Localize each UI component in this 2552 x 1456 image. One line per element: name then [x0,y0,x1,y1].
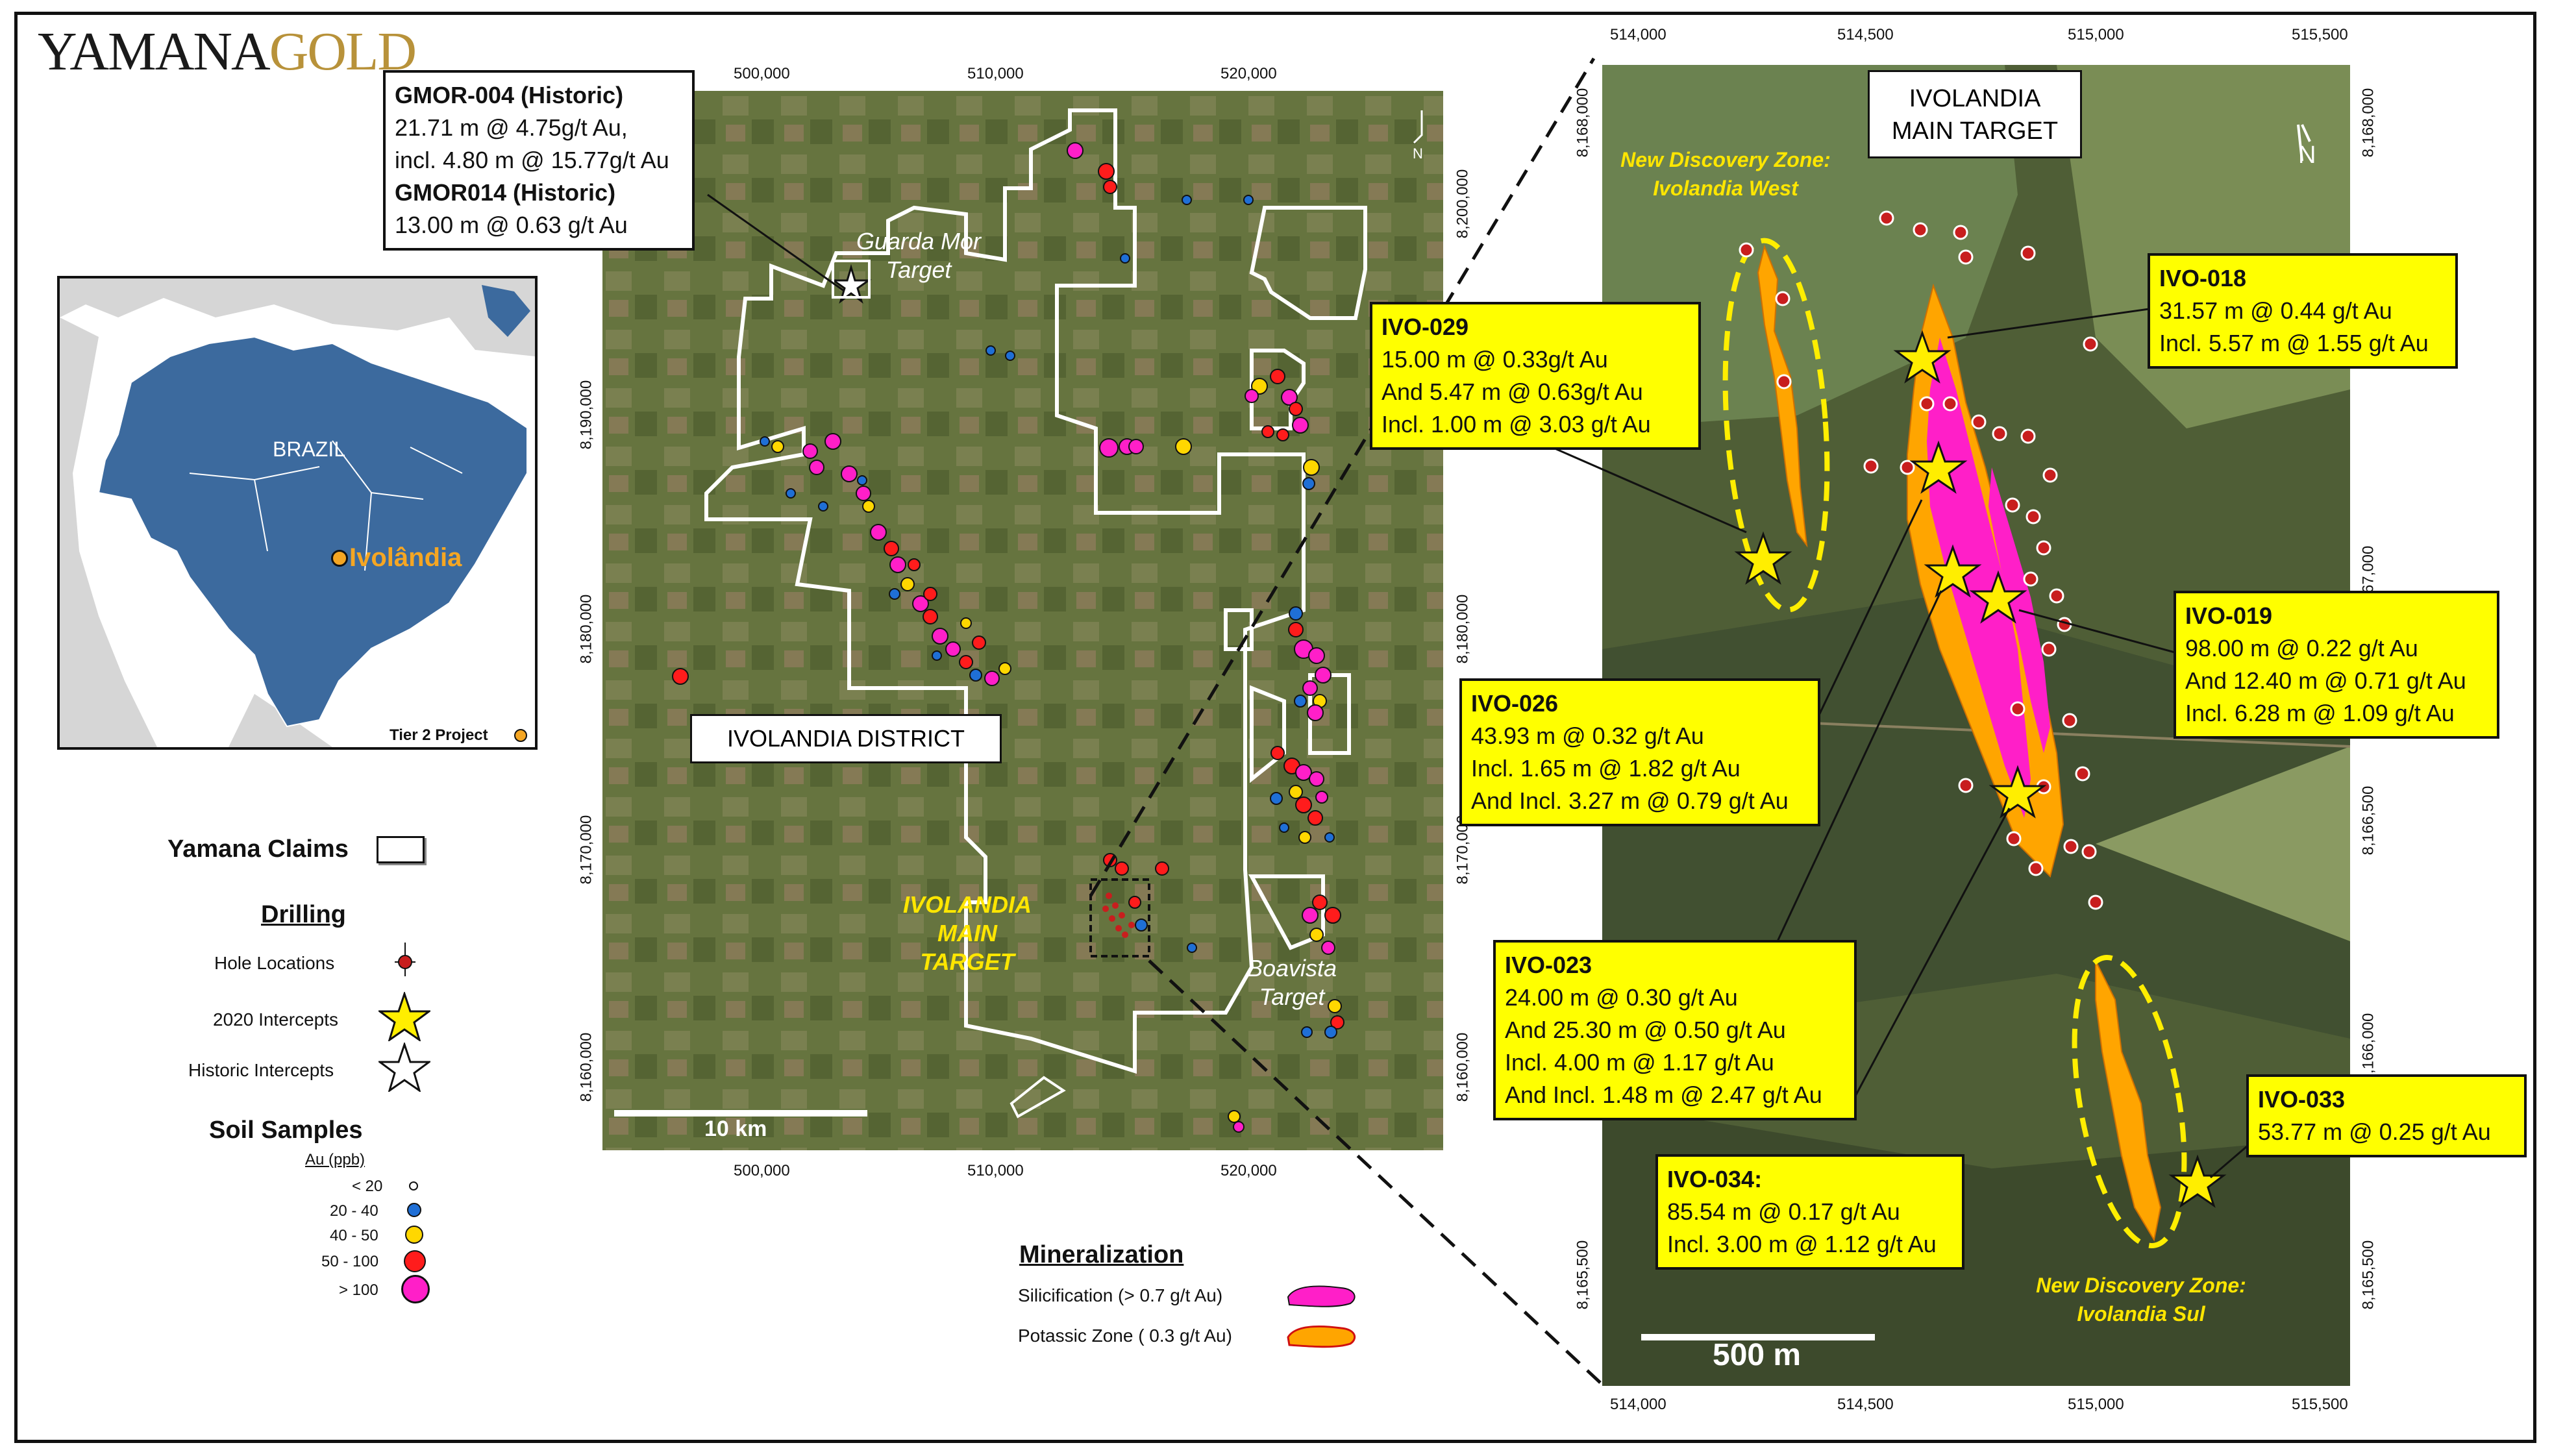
hole-location-icon [395,943,415,976]
callout-ivo-019: IVO-019 98.00 m @ 0.22 g/t Au And 12.40 … [2174,591,2499,739]
district-north-label: N [1413,145,1423,162]
brazil-shape [97,336,528,728]
guarda-mor-target-label: Guarda Mor Target [856,228,982,283]
soil-class-label: 50 - 100 [321,1253,379,1270]
district-y-tick: 8,200,000 [1454,169,1472,239]
legend-claims-swatch [377,836,425,863]
star-2020-icon [378,992,430,1041]
district-y-tick: 8,180,000 [1454,594,1472,664]
brazil-inset-map: BRAZIL Ivolândia Tier 2 Project [57,276,538,750]
soil-under-20-icon [409,1181,418,1191]
ivolandia-west-label: New Discovery Zone: Ivolandia West [1620,148,1831,200]
target-scale-label: 500 m [1713,1338,1802,1372]
target-x-tick: 514,000 [1610,26,1666,43]
district-y-tick: 8,180,000 [577,594,595,664]
district-x-tick: 520,000 [1220,65,1277,82]
target-x-tick: 515,500 [2292,1396,2348,1413]
target-x-tick: 515,000 [2068,26,2124,43]
map-frame [14,12,2536,1443]
brazil-label: BRAZIL [273,438,346,461]
ivolandia-marker [331,550,348,567]
callout-ivo-023: IVO-023 24.00 m @ 0.30 g/t Au And 25.30 … [1493,940,1857,1120]
district-y-tick: 8,160,000 [577,1032,595,1102]
callout-gmor: GMOR-004 (Historic) 21.71 m @ 4.75g/t Au… [383,70,695,251]
district-x-tick: 510,000 [967,65,1024,82]
soil-class-label: 40 - 50 [330,1227,378,1244]
target-y-tick: 8,166,000 [2359,1013,2377,1083]
district-y-tick: 8,170,000 [577,815,595,885]
district-x-tick: 510,000 [967,1162,1024,1179]
district-x-tick: 500,000 [734,65,790,82]
callout-ivo-034: IVO-034: 85.54 m @ 0.17 g/t Au Incl. 3.0… [1655,1154,1964,1270]
legend-claims-label: Yamana Claims [167,835,349,863]
target-north-label: N [2298,142,2316,169]
target-x-tick: 514,500 [1837,26,1894,43]
callout-ivo-026: IVO-026 43.93 m @ 0.32 g/t Au Incl. 1.65… [1459,678,1820,826]
legend-hole-label: Hole Locations [214,953,335,973]
ivolandia-sul-label: New Discovery Zone: Ivolandia Sul [2036,1274,2246,1326]
soil-class-label: 20 - 40 [330,1202,378,1220]
tier-dot [514,729,527,742]
district-scale-label: 10 km [704,1117,767,1141]
potassic-swatch-icon [1287,1325,1356,1348]
main-target-label: IVOLANDIA MAIN TARGET [903,891,1032,975]
silicification-swatch-icon [1287,1285,1356,1307]
target-y-tick: 8,166,500 [2359,785,2377,856]
boavista-target-label: Boavista Target [1246,955,1337,1010]
ivolandia-district-label: IVOLANDIA DISTRICT [690,714,1002,763]
legend-silic-label: Silicification (> 0.7 g/t Au) [1018,1285,1223,1305]
legend-mineralization-title: Mineralization [1019,1241,1184,1268]
target-x-tick: 514,000 [1610,1396,1666,1413]
legend-historic-label: Historic Intercepts [188,1060,334,1080]
district-y-tick: 8,160,000 [1454,1032,1472,1102]
target-y-tick: 8,165,500 [1574,1240,1592,1310]
soil-40-50-icon [405,1226,423,1244]
soil-class-label: < 20 [352,1178,383,1195]
soil-over-100-icon [401,1275,430,1303]
soil-class-label: > 100 [339,1281,378,1299]
target-y-tick: 8,168,000 [1574,88,1592,158]
district-y-tick: 8,190,000 [577,380,595,450]
callout-ivo-033: IVO-033 53.77 m @ 0.25 g/t Au [2246,1074,2527,1157]
target-y-tick: 8,168,000 [2359,88,2377,158]
star-historic-icon [378,1043,430,1092]
ivolandia-inset-label: Ivolândia [349,543,462,572]
legend-drilling-title: Drilling [261,901,346,928]
target-x-tick: 515,000 [2068,1396,2124,1413]
target-y-tick: 8,165,500 [2359,1240,2377,1310]
legend-soil-unit: Au (ppb) [305,1151,365,1168]
legend-soil-title: Soil Samples [209,1117,363,1144]
district-x-tick: 500,000 [734,1162,790,1179]
legend-potassic-label: Potassic Zone ( 0.3 g/t Au) [1018,1326,1232,1346]
legend-2020-label: 2020 Intercepts [213,1009,339,1030]
main-target-title: IVOLANDIA MAIN TARGET [1868,70,2082,158]
district-x-tick: 520,000 [1220,1162,1277,1179]
yamana-logo: YAMANAGOLD [38,21,417,82]
soil-50-100-icon [404,1250,426,1272]
callout-ivo-029: IVO-029 15.00 m @ 0.33g/t Au And 5.47 m … [1370,302,1701,450]
target-x-tick: 515,500 [2292,26,2348,43]
callout-ivo-018: IVO-018 31.57 m @ 0.44 g/t Au Incl. 5.57… [2148,253,2458,369]
tier-label: Tier 2 Project [390,726,488,744]
soil-20-40-icon [407,1203,421,1217]
target-x-tick: 514,500 [1837,1396,1894,1413]
